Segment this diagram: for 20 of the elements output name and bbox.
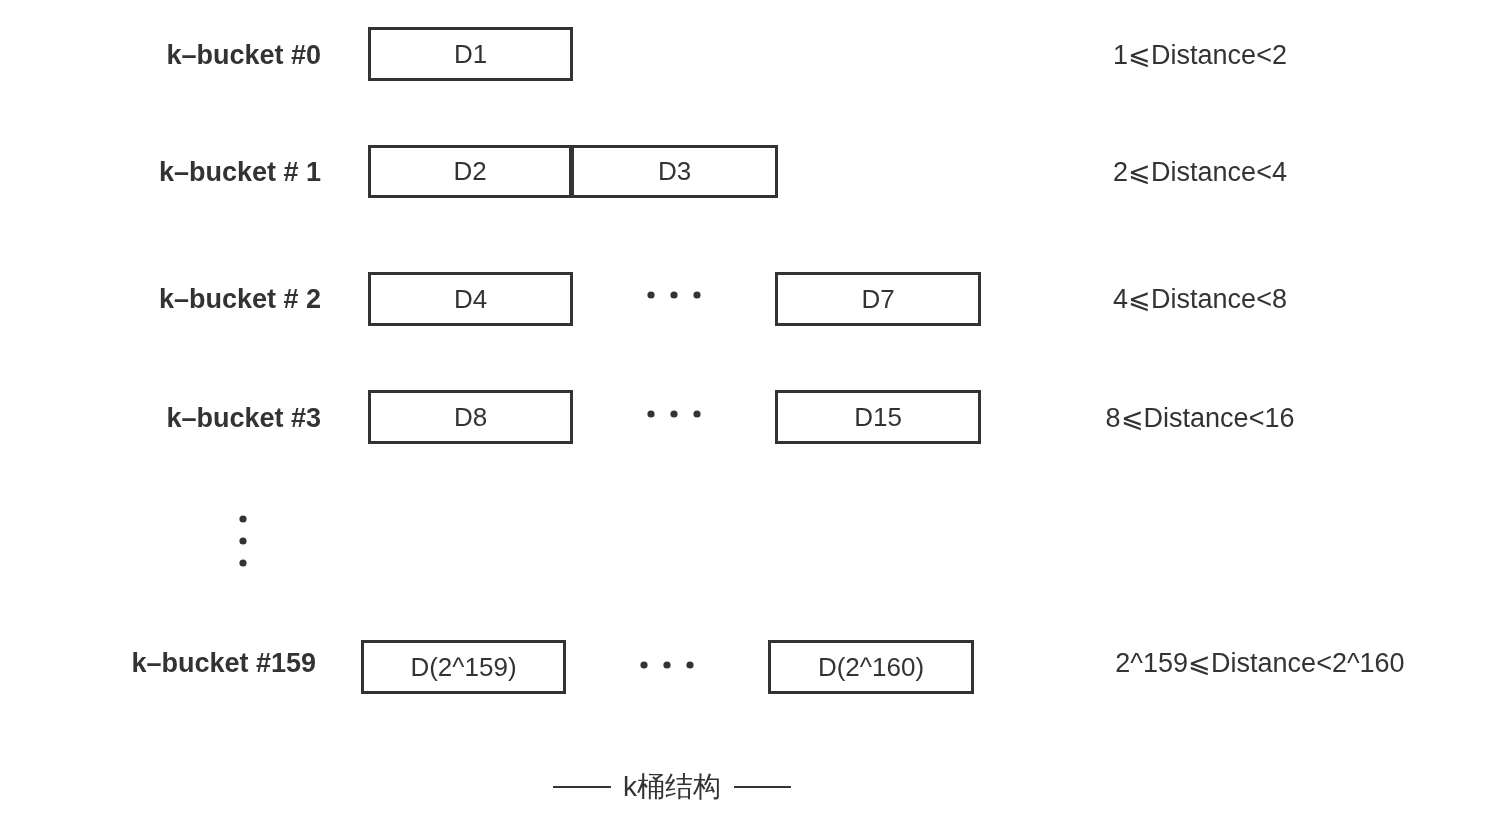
entry-box: D7	[775, 272, 981, 326]
distance-range-label: 2⩽Distance<4	[1113, 156, 1287, 188]
entry-box: D(2^159)	[361, 640, 566, 694]
distance-range-label: 1⩽Distance<2	[1113, 39, 1287, 71]
caption: k桶结构	[623, 771, 721, 803]
entry-box: D2	[368, 145, 572, 198]
bucket-label: k–bucket #0	[166, 39, 321, 71]
distance-range-label: 8⩽Distance<16	[1105, 402, 1295, 434]
distance-range-label: 4⩽Distance<8	[1113, 283, 1287, 315]
entry-box: D3	[571, 145, 778, 198]
entry-box: D4	[368, 272, 573, 326]
bucket-label: k–bucket #159	[131, 647, 316, 679]
bucket-label: k–bucket # 1	[158, 156, 321, 188]
entry-box: D(2^160)	[768, 640, 974, 694]
entry-box: D15	[775, 390, 981, 444]
entry-box: D1	[368, 27, 573, 81]
entry-box: D8	[368, 390, 573, 444]
bucket-label: k–bucket #3	[166, 402, 321, 434]
bucket-label: k–bucket # 2	[158, 283, 321, 315]
distance-range-label: 2^159⩽Distance<2^160	[1115, 647, 1405, 679]
